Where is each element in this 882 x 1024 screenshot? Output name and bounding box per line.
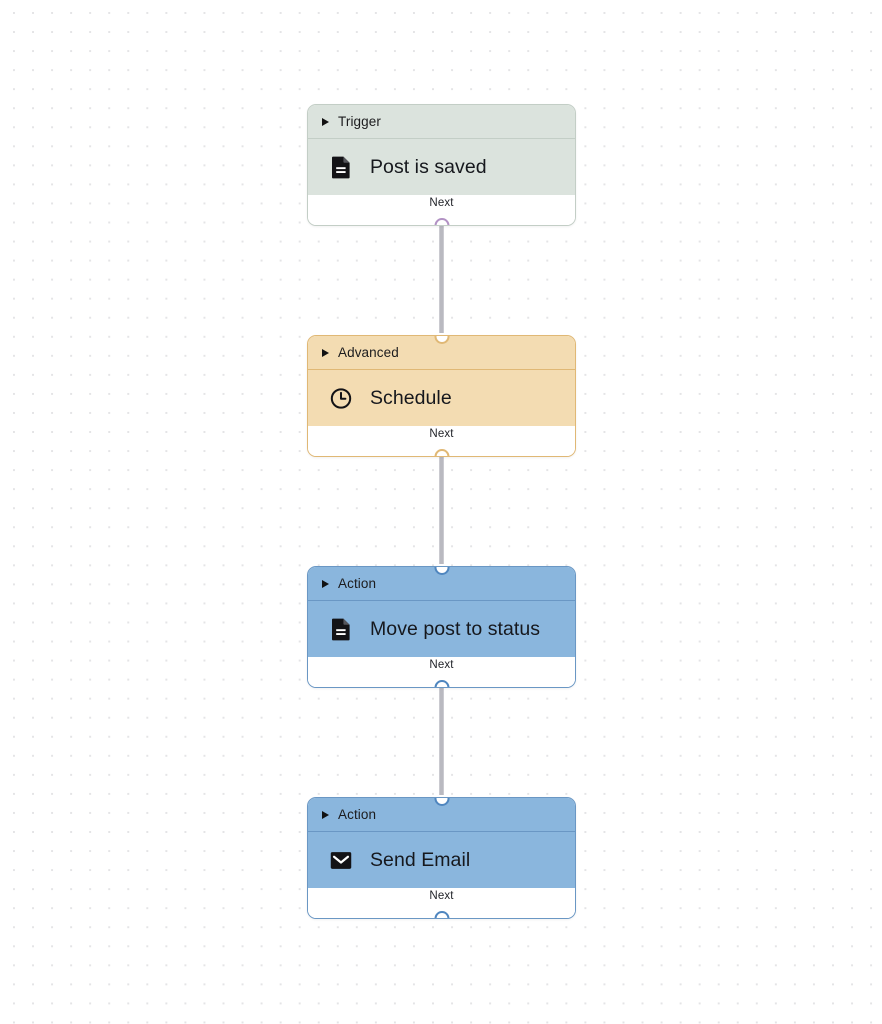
node-category-label: Action [338,576,377,591]
workflow-node-action-move-post[interactable]: Action Move post to status Next [307,566,576,688]
node-source-handle[interactable] [434,679,449,687]
node-category-label: Trigger [338,114,381,129]
node-next-label: Next [429,659,454,671]
workflow-node-action-send-email[interactable]: Action Send Email Next [307,797,576,919]
node-footer-action: Next [308,657,575,687]
node-next-label: Next [429,890,454,902]
node-next-label: Next [429,197,454,209]
node-header-divider [308,600,575,601]
disclosure-triangle-icon[interactable] [322,810,329,819]
node-next-label: Next [429,428,454,440]
envelope-icon [330,848,352,872]
node-header-divider [308,831,575,832]
disclosure-triangle-icon[interactable] [322,579,329,588]
node-title: Move post to status [370,617,541,640]
node-title: Schedule [370,386,452,409]
node-body-trigger[interactable]: Post is saved [308,139,575,195]
node-source-handle[interactable] [434,910,449,918]
node-title: Send Email [370,848,471,871]
node-header-divider [308,369,575,370]
clock-icon [330,386,352,410]
node-header-trigger[interactable]: Trigger [308,105,575,138]
disclosure-triangle-icon[interactable] [322,117,329,126]
node-body-action[interactable]: Move post to status [308,601,575,657]
document-icon [330,155,352,179]
node-category-label: Advanced [338,345,399,360]
node-header-divider [308,138,575,139]
node-source-handle[interactable] [434,217,449,225]
document-icon [330,617,352,641]
node-category-label: Action [338,807,377,822]
disclosure-triangle-icon[interactable] [322,348,329,357]
workflow-node-advanced[interactable]: Advanced Schedule Next [307,335,576,457]
node-source-handle[interactable] [434,448,449,456]
node-title: Post is saved [370,155,487,178]
workflow-node-trigger[interactable]: Trigger Post is saved Next [307,104,576,226]
node-body-action[interactable]: Send Email [308,832,575,888]
node-body-advanced[interactable]: Schedule [308,370,575,426]
